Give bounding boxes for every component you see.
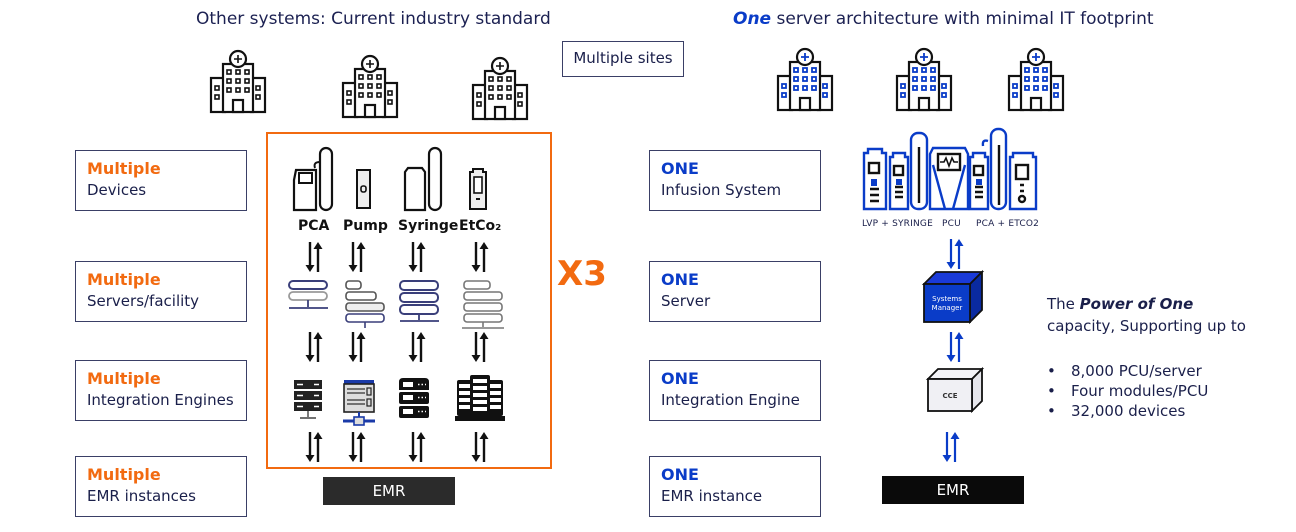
bidirectional-arrows-icon [945,237,965,271]
infusion-system-icon [862,127,1038,211]
title-rest: server architecture with minimal IT foot… [771,9,1154,29]
left-row-emr-instances: Multiple EMR instances [75,456,247,517]
systems-manager-cube-icon: Systems Manager [921,269,985,325]
caption-lvp-syringe: LVP + SYRINGE [862,219,933,229]
device-label-syringe: Syringe [398,218,459,234]
server-rack-icon [399,280,439,322]
row-heading: ONE [661,270,699,289]
etco2-device-icon [469,168,487,210]
caption-pcu: PCU [942,219,961,229]
right-row-integration-engine: ONE Integration Engine [649,360,821,421]
title-emphasis: One [733,9,772,29]
emr-bar-left: EMR [323,477,455,505]
power-emphasis: Power of One [1079,295,1194,313]
caption-pca-etco2: PCA + ETCO2 [976,219,1040,229]
capacity-item: 8,000 PCU/server [1047,361,1208,381]
device-label-pump: Pump [343,218,388,234]
row-heading: ONE [661,369,699,388]
row-heading: Multiple [87,465,161,484]
right-row-infusion-system: ONE Infusion System [649,150,821,211]
integration-engine-icon [343,380,375,426]
capacity-list: 8,000 PCU/server Four modules/PCU 32,000… [1047,361,1208,421]
row-subtitle: EMR instances [87,487,196,505]
row-subtitle: Devices [87,181,147,199]
power-of-one-text: The Power of One capacity, Supporting up… [1047,293,1246,337]
pump-device-icon [356,169,371,209]
syringe-device-icon [403,146,443,212]
row-subtitle: Integration Engine [661,391,800,409]
power-line2: capacity, Supporting up to [1047,317,1246,335]
bidirectional-arrows-icon [470,430,490,464]
hospital-building-icon [210,48,266,114]
integration-engine-icon [294,380,322,419]
cce-label: CCE [942,392,957,400]
server-rack-icon [345,280,385,328]
left-row-devices: Multiple Devices [75,150,247,211]
right-row-server: ONE Server [649,261,821,322]
right-section-title: One server architecture with minimal IT … [733,9,1154,29]
pca-device-icon [292,146,334,212]
row-subtitle: Server [661,292,711,310]
multiple-sites-label: Multiple sites [562,41,684,77]
left-section-title: Other systems: Current industry standard [196,9,551,29]
bidirectional-arrows-icon [347,430,367,464]
row-subtitle: Servers/facility [87,292,200,310]
bidirectional-arrows-icon [941,430,961,464]
hospital-building-icon [472,55,528,121]
row-heading: Multiple [87,159,161,178]
systems-manager-label-line1: Systems [932,295,962,303]
row-heading: Multiple [87,270,161,289]
right-row-emr-instance: ONE EMR instance [649,456,821,517]
hospital-building-icon [896,46,952,112]
row-heading: ONE [661,465,699,484]
left-row-integration-engines: Multiple Integration Engines [75,360,247,421]
server-rack-icon [288,280,328,309]
hospital-building-icon [777,46,833,112]
bidirectional-arrows-icon [407,330,427,364]
systems-manager-label-line2: Manager [932,304,963,312]
bidirectional-arrows-icon [347,240,367,274]
hospital-building-icon [1008,46,1064,112]
integration-engine-icon [399,378,429,418]
bidirectional-arrows-icon [470,330,490,364]
multiplier-label: X3 [557,254,607,294]
device-label-etco2: EtCo₂ [459,218,502,234]
bidirectional-arrows-icon [945,330,965,364]
capacity-item: 32,000 devices [1047,401,1208,421]
bidirectional-arrows-icon [304,430,324,464]
capacity-item: Four modules/PCU [1047,381,1208,401]
bidirectional-arrows-icon [347,330,367,364]
power-prefix: The [1047,295,1080,313]
row-subtitle: EMR instance [661,487,763,505]
bidirectional-arrows-icon [304,330,324,364]
server-rack-icon [462,280,504,329]
bidirectional-arrows-icon [470,240,490,274]
emr-bar-right: EMR [882,476,1024,504]
row-subtitle: Infusion System [661,181,782,199]
row-heading: Multiple [87,369,161,388]
row-heading: ONE [661,159,699,178]
bidirectional-arrows-icon [407,430,427,464]
bidirectional-arrows-icon [407,240,427,274]
device-label-pca: PCA [298,218,330,234]
bidirectional-arrows-icon [304,240,324,274]
hospital-building-icon [342,53,398,119]
multiple-systems-frame [266,132,552,469]
left-row-servers: Multiple Servers/facility [75,261,247,322]
row-subtitle: Integration Engines [87,391,234,409]
cce-cube-icon: CCE [925,366,985,414]
integration-engine-icon [455,375,505,421]
